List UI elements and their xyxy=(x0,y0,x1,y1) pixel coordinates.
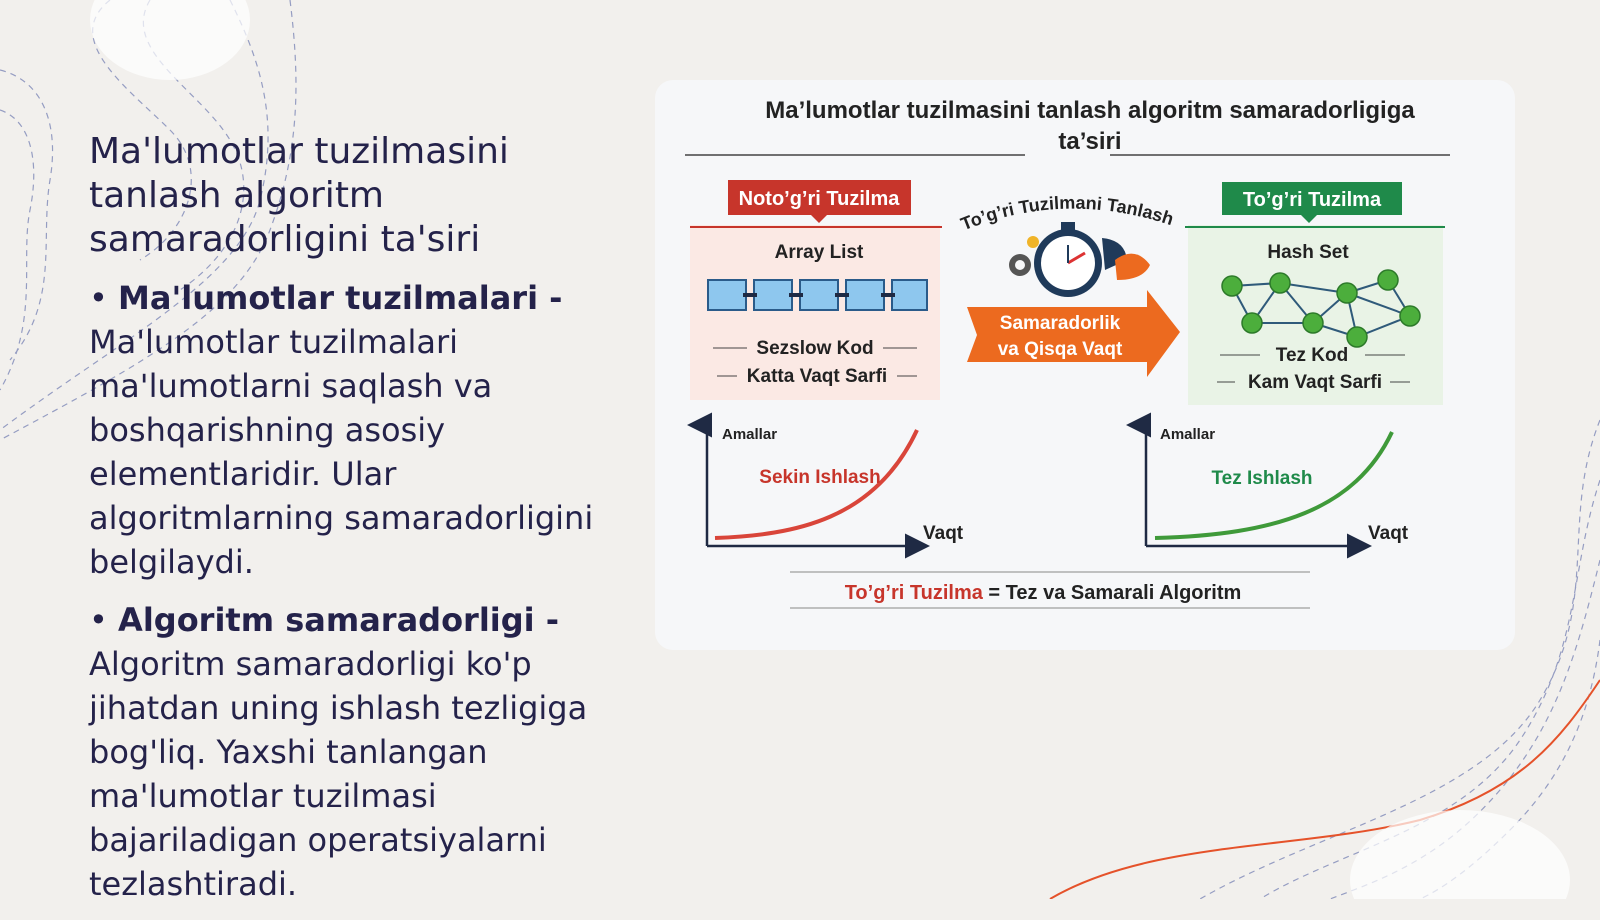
efficiency-arrow xyxy=(967,290,1180,377)
left-badge-pointer xyxy=(811,215,827,223)
left-chart-curve xyxy=(714,429,919,540)
bullet-algorithm-efficiency: • Algoritm samaradorligi - Algoritm sama… xyxy=(89,601,588,903)
infographic-canvas: Noto’g’ri Tuzilma Array List Sezslow Kod… xyxy=(685,154,1450,609)
bullet-text: Algoritm samaradorligi ko'p jihatdan uni… xyxy=(89,645,588,903)
right-structure-name: Hash Set xyxy=(1267,242,1349,263)
right-chart-x-label: Vaqt xyxy=(1368,523,1409,544)
left-line1: Sezslow Kod xyxy=(756,338,873,359)
right-badge-pointer xyxy=(1301,215,1317,223)
infographic-title-line1: Ma’lumotlar tuzilmasini tanlash algoritm… xyxy=(765,97,1415,124)
hash-set-graph-icon xyxy=(1221,269,1421,348)
right-line2: Kam Vaqt Sarfi xyxy=(1248,372,1382,393)
right-chart-label: Tez Ishlash xyxy=(1211,468,1312,489)
left-line2: Katta Vaqt Sarfi xyxy=(747,366,887,387)
infographic-title-line2: ta’siri xyxy=(1058,128,1122,155)
left-chart-x-label: Vaqt xyxy=(923,523,964,544)
left-badge xyxy=(728,180,911,215)
bullet-term: Algoritm samaradorligi - xyxy=(118,601,560,639)
bullet-term: Ma'lumotlar tuzilmalari - xyxy=(118,279,563,317)
bullet-data-structures: • Ma'lumotlar tuzilmalari - Ma'lumotlar … xyxy=(89,279,594,581)
bullet-text: Ma'lumotlar tuzilmalari ma'lumotlarni sa… xyxy=(89,323,594,581)
footer-highlight: To’g’ri Tuzilma xyxy=(845,582,984,604)
slide-title: Ma'lumotlar tuzilmasini tanlash algoritm… xyxy=(89,131,509,260)
arrow-label-line1: Samaradorlik xyxy=(1000,313,1121,334)
infographic: Ma’lumotlar tuzilmasini tanlash algoritm… xyxy=(655,80,1515,650)
left-chart-y-label: Amallar xyxy=(722,426,777,443)
left-badge-label: Noto’g’ri Tuzilma xyxy=(739,188,901,210)
stopwatch-icon xyxy=(1009,222,1150,297)
footer-rest: = Tez va Samarali Algoritm xyxy=(983,582,1241,604)
left-panel xyxy=(690,225,940,400)
bullet-list: • Ma'lumotlar tuzilmalari - Ma'lumotlar … xyxy=(89,276,609,920)
right-chart-y-label: Amallar xyxy=(1160,426,1215,443)
array-list-icon xyxy=(707,279,928,311)
left-chart-label: Sekin Ishlash xyxy=(759,467,880,488)
right-badge xyxy=(1222,182,1402,215)
arrow-label-line2: va Qisqa Vaqt xyxy=(998,339,1123,360)
right-badge-label: To’g’ri Tuzilma xyxy=(1243,189,1382,211)
left-structure-name: Array List xyxy=(775,242,864,263)
right-chart-curve xyxy=(1154,431,1394,540)
right-line1: Tez Kod xyxy=(1276,345,1348,366)
footer-formula: To’g’ri Tuzilma = Tez va Samarali Algori… xyxy=(845,582,1242,604)
